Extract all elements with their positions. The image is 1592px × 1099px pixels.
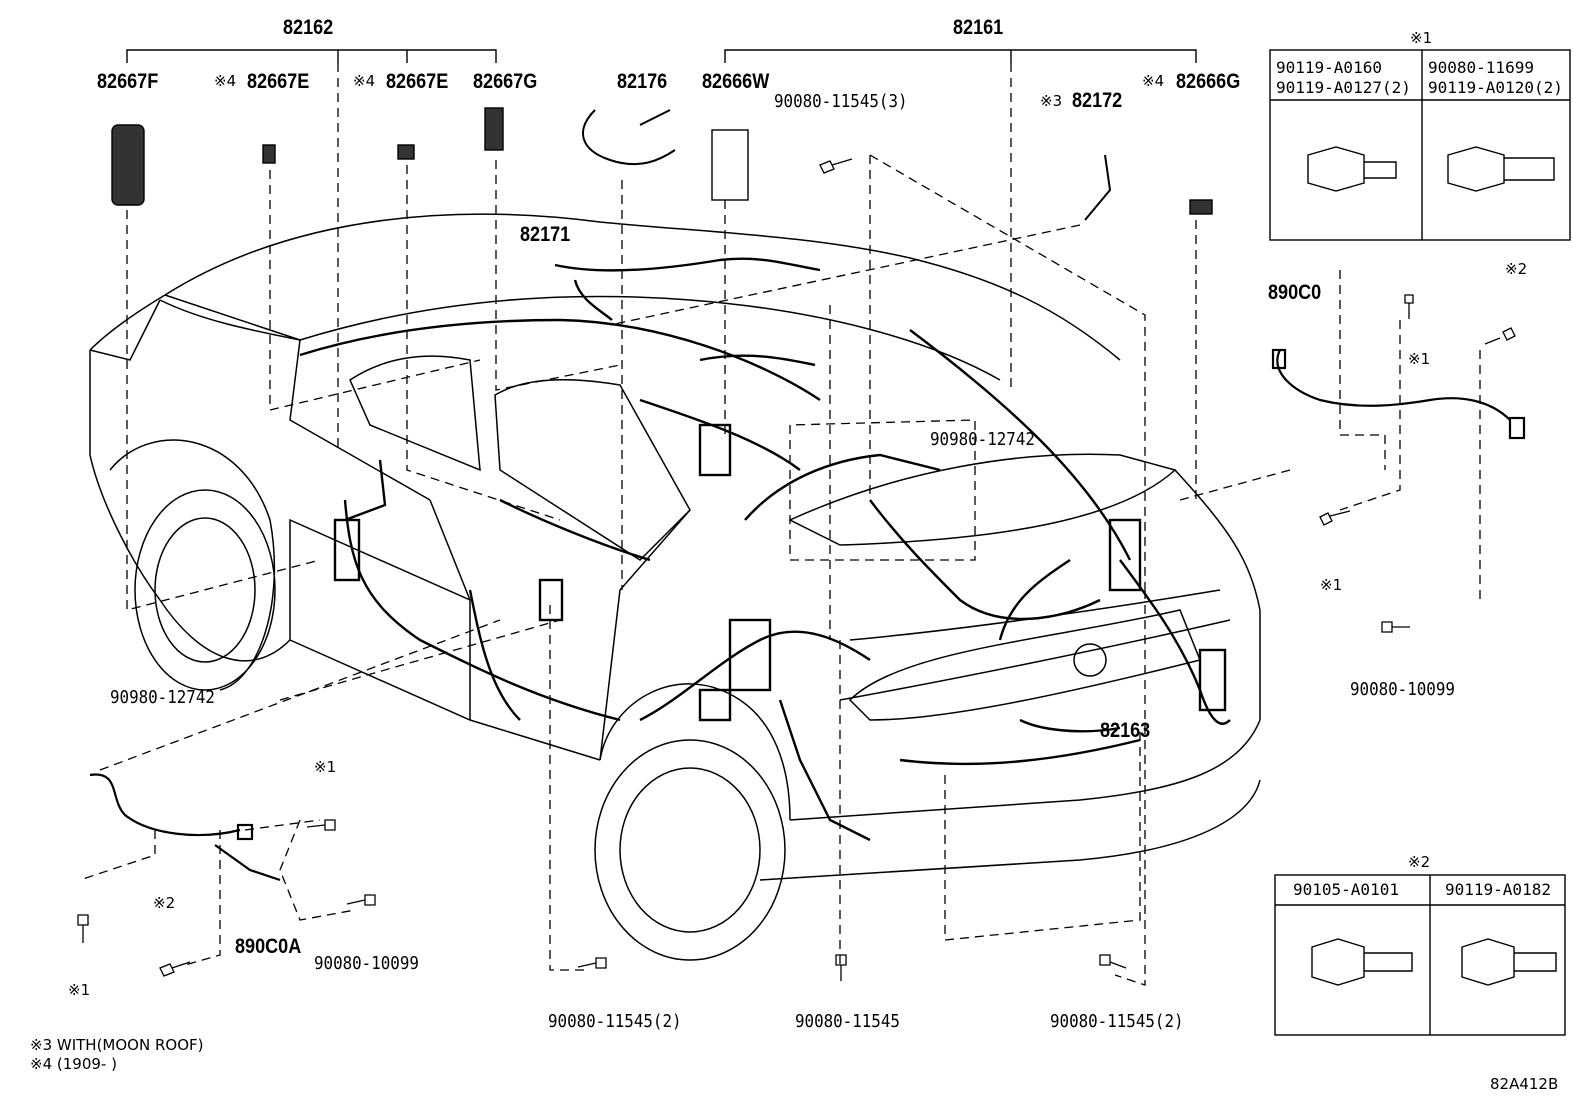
callout-82666g[interactable]: 82666G [1176,70,1241,93]
callout-82667g[interactable]: 82667G [473,70,538,93]
clip-82667e-b-icon [397,144,415,160]
bracket-82162 [126,49,497,63]
callout-82176[interactable]: 82176 [617,70,668,93]
part-90080-11545-2b[interactable]: 90080-11545(2) [1050,1011,1184,1032]
table1-cell1-line2: 90119-A0127(2) [1276,78,1411,97]
footnote-4: ※4 (1909- ) [30,1055,117,1073]
table1-cell2-line1: 90080-11699 [1428,58,1534,77]
bolt-icons [77,158,1516,981]
clip-82666g-icon [1189,199,1213,215]
small-harness-icons [582,109,1112,221]
fastener-table-2 [1274,874,1566,1036]
harness-890c0a [89,773,281,882]
callout-82666w[interactable]: 82666W [702,70,770,93]
part-90080-11545[interactable]: 90080-11545 [795,1011,900,1032]
note-mark-4a: ※4 [214,72,237,90]
callout-82163[interactable]: 82163 [1100,719,1151,742]
table2-cell2: 90119-A0182 [1445,880,1551,899]
part-90980-12742-top[interactable]: 90980-12742 [930,429,1035,450]
table2-cell1: 90105-A0101 [1293,880,1399,899]
mark-2-left: ※2 [153,894,176,912]
mark-1-right-a: ※1 [1408,350,1431,368]
callout-82667f[interactable]: 82667F [97,70,159,93]
callout-82162[interactable]: 82162 [283,16,334,39]
part-90080-10099-right[interactable]: 90080-10099 [1350,679,1455,700]
table2-header: ※2 [1408,853,1431,871]
callout-82161[interactable]: 82161 [953,16,1004,39]
mark-2-right: ※2 [1505,260,1528,278]
part-90080-11545-3[interactable]: 90080-11545(3) [774,91,908,112]
mark-1-left-bottom: ※1 [68,981,91,999]
callout-82667e-b[interactable]: 82667E [386,70,449,93]
relay-block-82666w-icon [711,129,749,201]
footnote-3: ※3 WITH(MOON ROOF) [30,1036,204,1054]
table1-header: ※1 [1410,29,1433,47]
part-icons [111,107,1213,215]
connector-82667g-icon [484,107,504,151]
vehicle-outline [89,213,1261,961]
bracket-82161 [724,49,1197,63]
note-mark-4c: ※4 [1142,72,1165,90]
callout-890c0[interactable]: 890C0 [1268,281,1322,304]
mark-1-right-b: ※1 [1320,576,1343,594]
note-mark-3: ※3 [1040,92,1063,110]
callout-82171[interactable]: 82171 [520,223,571,246]
table1-cell1-line1: 90119-A0160 [1276,58,1382,77]
connector-82667f-icon [111,124,145,206]
table1-cell2-line2: 90119-A0120(2) [1428,78,1563,97]
part-90080-10099-left[interactable]: 90080-10099 [314,953,419,974]
harness-890c0 [1271,348,1526,440]
part-90980-12742-left[interactable]: 90980-12742 [110,687,215,708]
note-mark-4b: ※4 [353,72,376,90]
fastener-table-1 [1269,49,1571,241]
callout-82172[interactable]: 82172 [1072,89,1123,112]
leader-lines [79,63,1481,986]
wire-harness [299,257,1231,842]
reference-code: 82A412B [1490,1075,1559,1093]
clip-82667e-icon [262,144,276,164]
part-90080-11545-2a[interactable]: 90080-11545(2) [548,1011,682,1032]
callout-890c0a[interactable]: 890C0A [235,935,302,958]
mark-1-left-top: ※1 [314,758,337,776]
callout-82667e-a[interactable]: 82667E [247,70,310,93]
